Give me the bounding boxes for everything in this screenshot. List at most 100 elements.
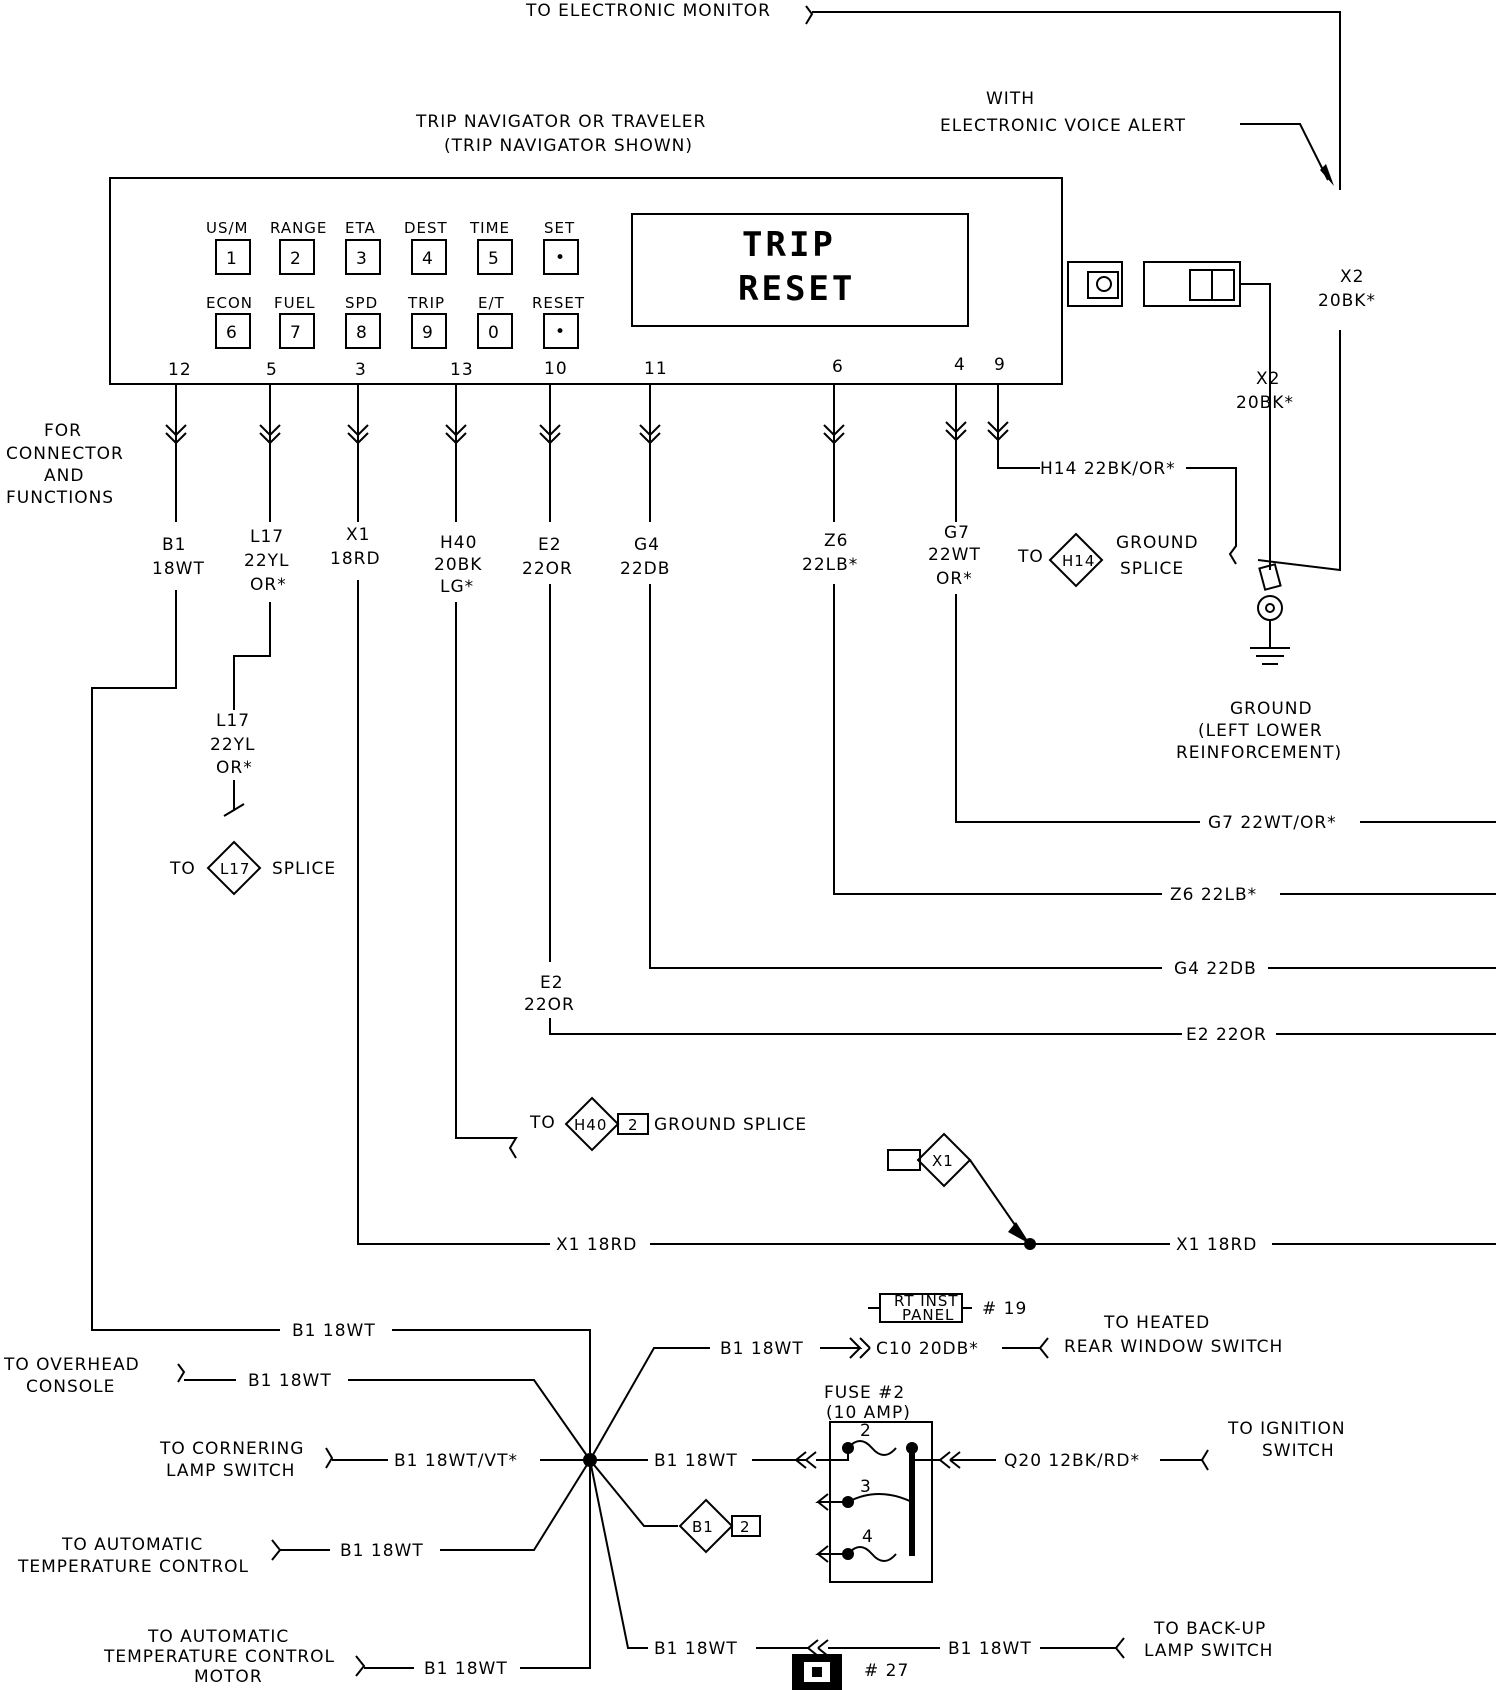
svg-text:8: 8 bbox=[356, 323, 368, 343]
button-range[interactable]: RANGE 2 bbox=[270, 219, 327, 275]
z6-run: Z6 22LB* bbox=[1170, 885, 1257, 905]
g4-run: G4 22DB bbox=[1174, 959, 1257, 979]
svg-text:RANGE: RANGE bbox=[270, 219, 327, 237]
display-line1: TRIP bbox=[742, 225, 836, 265]
svg-text:X2: X2 bbox=[1340, 267, 1364, 287]
svg-text:CONSOLE: CONSOLE bbox=[26, 1377, 115, 1397]
l17-splice: TO L17 SPLICE bbox=[169, 840, 336, 896]
svg-text:PANEL: PANEL bbox=[902, 1306, 954, 1324]
svg-text:B1: B1 bbox=[692, 1518, 714, 1536]
svg-text:Z6: Z6 bbox=[824, 531, 848, 551]
svg-text:18RD: 18RD bbox=[330, 549, 381, 569]
e2-low-2: 22OR bbox=[524, 995, 575, 1015]
button-spd[interactable]: SPD 8 bbox=[345, 294, 381, 349]
title-line1: TRIP NAVIGATOR OR TRAVELER bbox=[415, 112, 706, 132]
svg-text:C10 20DB*: C10 20DB* bbox=[876, 1339, 979, 1359]
svg-text:B1 18WT/VT*: B1 18WT/VT* bbox=[394, 1451, 518, 1471]
x1-left-run: X1 18RD bbox=[556, 1235, 637, 1255]
e2-low-1: E2 bbox=[540, 973, 564, 993]
pin-labels: 12 5 3 13 10 11 6 4 9 bbox=[168, 355, 1006, 380]
button-et[interactable]: E/T 0 bbox=[477, 294, 513, 349]
h14-ground-splice: TO H14 GROUND SPLICE bbox=[1017, 532, 1199, 588]
buttons-row-2: ECON 6 FUEL 7 SPD 8 TRIP 9 E/T 0 RESET • bbox=[206, 294, 585, 349]
svg-text:TEMPERATURE CONTROL: TEMPERATURE CONTROL bbox=[17, 1557, 249, 1577]
svg-text:OR*: OR* bbox=[250, 575, 287, 595]
svg-text:5: 5 bbox=[488, 249, 500, 269]
svg-text:REAR WINDOW SWITCH: REAR WINDOW SWITCH bbox=[1064, 1337, 1283, 1357]
button-fuel[interactable]: FUEL 7 bbox=[274, 294, 315, 349]
svg-text:E2: E2 bbox=[538, 535, 562, 555]
svg-text:B1 18WT: B1 18WT bbox=[248, 1371, 332, 1391]
svg-text:SWITCH: SWITCH bbox=[1262, 1441, 1335, 1461]
buttons-row-1: US/M 1 RANGE 2 ETA 3 DEST 4 TIME 5 SET • bbox=[206, 219, 579, 275]
svg-text:TO: TO bbox=[1017, 547, 1044, 567]
svg-text:TO AUTOMATIC: TO AUTOMATIC bbox=[147, 1627, 289, 1647]
svg-text:9: 9 bbox=[422, 323, 434, 343]
display-line2: RESET bbox=[738, 269, 855, 309]
svg-text:GROUND SPLICE: GROUND SPLICE bbox=[654, 1115, 807, 1135]
to-overhead-console: TO OVERHEAD CONSOLE B1 18WT bbox=[3, 1355, 591, 1461]
svg-text:3: 3 bbox=[356, 249, 368, 269]
button-econ[interactable]: ECON 6 bbox=[206, 294, 253, 349]
svg-text:4: 4 bbox=[954, 355, 966, 375]
svg-text:E/T: E/T bbox=[478, 294, 505, 312]
button-eta[interactable]: ETA 3 bbox=[345, 219, 381, 275]
to-cornering-lamp: TO CORNERING LAMP SWITCH B1 18WT/VT* bbox=[159, 1439, 590, 1481]
svg-text:LG*: LG* bbox=[440, 577, 474, 597]
l17-low-2: 22YL bbox=[210, 735, 256, 755]
svg-text:TO HEATED: TO HEATED bbox=[1103, 1313, 1210, 1333]
to-atc: TO AUTOMATIC TEMPERATURE CONTROL B1 18WT bbox=[17, 1459, 591, 1577]
svg-text:SPLICE: SPLICE bbox=[272, 859, 336, 879]
svg-text:22LB*: 22LB* bbox=[802, 555, 858, 575]
svg-text:TEMPERATURE CONTROL: TEMPERATURE CONTROL bbox=[103, 1647, 335, 1667]
svg-text:B1 18WT: B1 18WT bbox=[720, 1339, 804, 1359]
svg-text:OR*: OR* bbox=[936, 569, 973, 589]
svg-text:11: 11 bbox=[644, 359, 668, 379]
svg-text:Q20 12BK/RD*: Q20 12BK/RD* bbox=[1004, 1451, 1140, 1471]
button-trip[interactable]: TRIP 9 bbox=[407, 294, 447, 349]
svg-text:5: 5 bbox=[266, 360, 278, 380]
wire-labels: B1 18WT L17 22YL OR* X1 18RD H40 20BK LG… bbox=[152, 267, 1376, 597]
fuse-connections: B1 18WT Q20 12BK/RD* TO IGNITION SWITCH bbox=[590, 1419, 1346, 1471]
b1-top-label: B1 18WT bbox=[292, 1321, 376, 1341]
svg-text:3: 3 bbox=[860, 1477, 872, 1497]
svg-text:22YL: 22YL bbox=[244, 551, 290, 571]
title-line2: (TRIP NAVIGATOR SHOWN) bbox=[444, 136, 693, 156]
button-set[interactable]: SET • bbox=[543, 219, 579, 275]
svg-text:LAMP SWITCH: LAMP SWITCH bbox=[1144, 1641, 1273, 1661]
svg-text:2: 2 bbox=[860, 1421, 872, 1441]
svg-text:MOTOR: MOTOR bbox=[194, 1667, 263, 1687]
svg-text:H40: H40 bbox=[574, 1116, 607, 1134]
svg-text:H14 22BK/OR*: H14 22BK/OR* bbox=[1040, 459, 1176, 479]
svg-text:RT INST: RT INST bbox=[894, 1292, 959, 1310]
svg-text:3: 3 bbox=[355, 360, 367, 380]
svg-text:B1 18WT: B1 18WT bbox=[340, 1541, 424, 1561]
svg-text:TO IGNITION: TO IGNITION bbox=[1227, 1419, 1346, 1439]
svg-text:6: 6 bbox=[226, 323, 238, 343]
svg-text:9: 9 bbox=[994, 355, 1006, 375]
svg-text:SPD: SPD bbox=[345, 294, 378, 312]
svg-text:RESET: RESET bbox=[532, 294, 585, 312]
svg-text:B1 18WT: B1 18WT bbox=[424, 1659, 508, 1679]
connector-27-icon: # 27 bbox=[792, 1654, 909, 1690]
button-dest[interactable]: DEST 4 bbox=[404, 219, 448, 275]
button-usm[interactable]: US/M 1 bbox=[206, 219, 251, 275]
trip-navigator-module bbox=[109, 177, 1063, 385]
svg-text:FUSE #2: FUSE #2 bbox=[824, 1383, 905, 1403]
svg-text:2: 2 bbox=[290, 249, 302, 269]
svg-text:13: 13 bbox=[450, 360, 474, 380]
svg-text:TO: TO bbox=[529, 1113, 556, 1133]
svg-text:GROUND: GROUND bbox=[1116, 533, 1199, 553]
g7-run: G7 22WT/OR* bbox=[1208, 813, 1337, 833]
ground-symbol: GROUND (LEFT LOWER REINFORCEMENT) bbox=[1176, 563, 1341, 763]
svg-text:# 19: # 19 bbox=[982, 1299, 1027, 1319]
to-backup-lamp: B1 18WT B1 18WT TO BACK-UP LAMP SWITCH bbox=[589, 1459, 1273, 1661]
svg-text:L17: L17 bbox=[250, 527, 284, 547]
button-time[interactable]: TIME 5 bbox=[469, 219, 513, 275]
svg-text:22OR: 22OR bbox=[522, 559, 573, 579]
button-reset[interactable]: RESET • bbox=[532, 294, 585, 349]
svg-text:TRIP: TRIP bbox=[407, 294, 445, 312]
svg-text:# 27: # 27 bbox=[864, 1661, 909, 1681]
svg-text:7: 7 bbox=[290, 323, 302, 343]
svg-text:20BK*: 20BK* bbox=[1318, 291, 1376, 311]
